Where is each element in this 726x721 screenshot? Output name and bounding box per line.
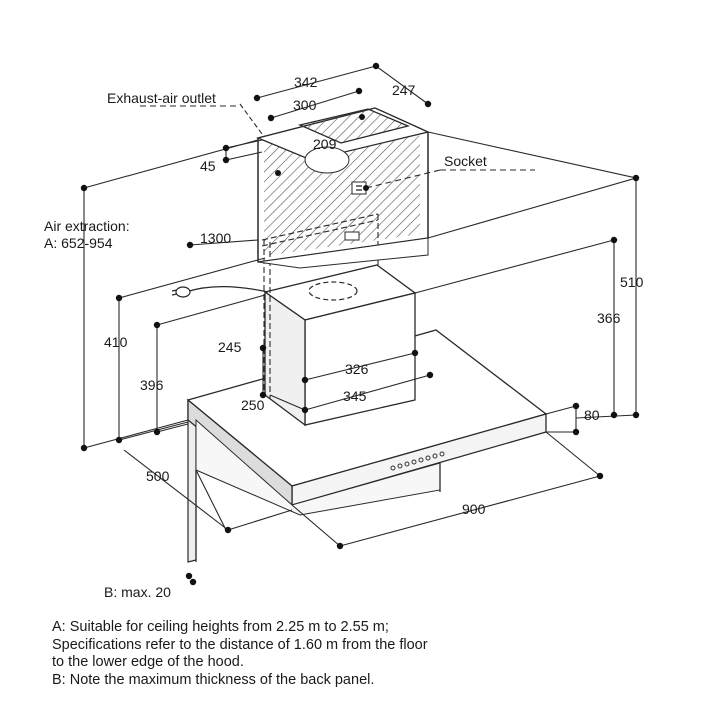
dim-300: 300 <box>293 97 317 113</box>
lower-chimney <box>263 264 417 427</box>
air-extraction-range: A: 652-954 <box>44 235 113 251</box>
back-panel-note-label: B: max. 20 <box>104 584 171 600</box>
footnote-line: to the lower edge of the hood. <box>52 654 244 670</box>
control-buttons <box>390 451 445 471</box>
dim-245: 245 <box>218 339 242 355</box>
footnotes: A: Suitable for ceiling heights from 2.2… <box>52 619 712 689</box>
footnote-line: B: Note the maximum thickness of the bac… <box>52 671 375 688</box>
dim-342: 342 <box>294 74 318 90</box>
diagram-labels: Exhaust-air outlet Socket Air extraction… <box>44 74 644 600</box>
footnote-line: A: Suitable for ceiling heights from 2.2… <box>52 619 389 635</box>
dim-510: 510 <box>620 274 644 290</box>
dim-1300: 1300 <box>200 230 231 246</box>
socket-label: Socket <box>444 153 487 169</box>
upper-chimney <box>255 107 430 398</box>
dim-410: 410 <box>104 334 128 350</box>
dim-366: 366 <box>597 310 621 326</box>
power-plug <box>171 286 269 298</box>
dim-900: 900 <box>462 501 486 517</box>
dimension-markers <box>80 62 640 586</box>
dim-500: 500 <box>146 468 170 484</box>
dim-45: 45 <box>200 158 216 174</box>
dim-209: 209 <box>313 136 337 152</box>
footnote-line: Specifications refer to the distance of … <box>52 636 428 653</box>
dim-247: 247 <box>392 82 416 98</box>
exhaust-air-outlet-label: Exhaust-air outlet <box>107 90 216 106</box>
dim-396: 396 <box>140 377 164 393</box>
dimension-lines <box>83 65 637 547</box>
dim-345: 345 <box>343 388 367 404</box>
dim-326: 326 <box>345 361 369 377</box>
air-extraction-title: Air extraction: <box>44 218 130 234</box>
dim-250: 250 <box>241 397 265 413</box>
dim-80: 80 <box>584 407 600 423</box>
